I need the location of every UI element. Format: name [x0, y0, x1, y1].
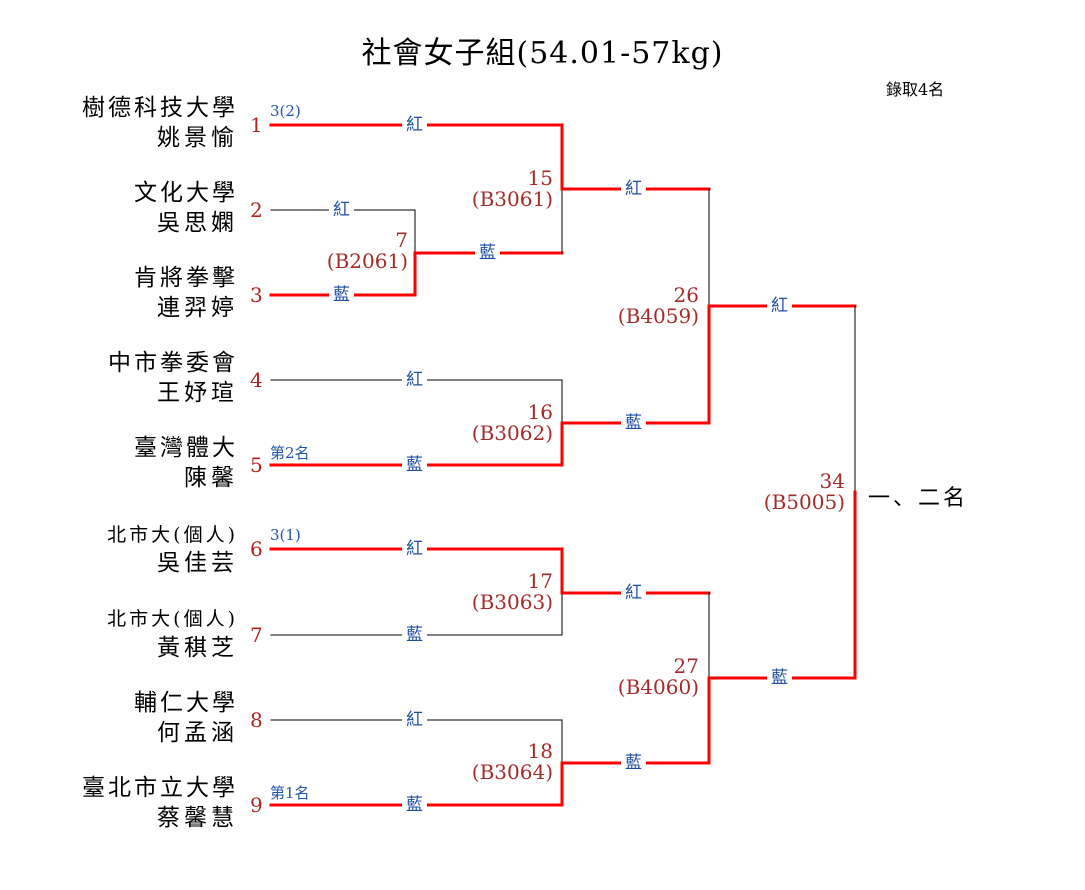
match-code: (B3061) — [471, 187, 553, 211]
result-note: 第1名 — [270, 784, 310, 802]
match-number: 27 — [673, 654, 699, 678]
match-26-label: 26 (B4059) — [579, 285, 699, 327]
quota-label: 錄取4名 — [886, 80, 945, 99]
page-title: 社會女子組(54.01-57kg) — [361, 36, 724, 71]
player-name: 黃稘芝 — [157, 635, 238, 661]
match-code: (B2061) — [326, 249, 408, 273]
team-name: 文化大學 — [134, 180, 238, 206]
match-code: (B3064) — [471, 760, 553, 784]
result-note: 3(2) — [270, 102, 301, 120]
seed-number: 1 — [250, 113, 263, 137]
match-15-label: 15 (B3061) — [433, 168, 553, 210]
corner-label-blue: 藍 — [402, 456, 427, 474]
corner-label-red: 紅 — [402, 116, 427, 134]
match-7-label: 7 (B2061) — [288, 230, 408, 272]
result-note: 3(1) — [270, 526, 301, 544]
match-number: 16 — [527, 400, 553, 424]
match-code: (B4059) — [617, 304, 699, 328]
team-name: 樹德科技大學 — [82, 95, 238, 121]
team-name: 北市大(個人) — [107, 608, 238, 630]
seed-number: 4 — [250, 368, 263, 392]
seed-number: 3 — [250, 283, 263, 307]
corner-label-red: 紅 — [621, 180, 646, 198]
seed-number: 9 — [250, 793, 263, 817]
match-code: (B5005) — [763, 490, 845, 514]
player-name: 蔡馨慧 — [157, 805, 238, 831]
team-name: 臺灣體大 — [134, 435, 238, 461]
player-name: 何孟涵 — [157, 720, 238, 746]
corner-label-blue: 藍 — [621, 414, 646, 432]
corner-label-red: 紅 — [402, 540, 427, 558]
match-18-label: 18 (B3064) — [433, 741, 553, 783]
team-name: 北市大(個人) — [107, 524, 238, 546]
player-name: 姚景愉 — [157, 125, 238, 151]
team-name: 臺北市立大學 — [82, 775, 238, 801]
match-17-label: 17 (B3063) — [433, 571, 553, 613]
match-number: 7 — [395, 228, 408, 252]
match-number: 18 — [527, 739, 553, 763]
team-name: 肯將拳擊 — [134, 265, 238, 291]
player-name: 王妤瑄 — [157, 380, 238, 406]
player-name: 連羿婷 — [157, 295, 238, 321]
corner-label-red: 紅 — [621, 584, 646, 602]
match-code: (B3063) — [471, 590, 553, 614]
match-code: (B4060) — [617, 675, 699, 699]
corner-label-blue: 藍 — [475, 244, 500, 262]
match-code: (B3062) — [471, 421, 553, 445]
team-name: 中市拳委會 — [108, 350, 238, 376]
corner-label-blue: 藍 — [402, 796, 427, 814]
match-number: 26 — [673, 283, 699, 307]
corner-label-red: 紅 — [402, 371, 427, 389]
match-number: 34 — [819, 469, 845, 493]
match-34-label: 34 (B5005) — [725, 471, 845, 513]
corner-label-blue: 藍 — [402, 626, 427, 644]
corner-label-red: 紅 — [767, 297, 792, 315]
corner-label-red: 紅 — [329, 201, 354, 219]
player-name: 吳佳芸 — [157, 550, 238, 576]
corner-label-blue: 藍 — [621, 754, 646, 772]
seed-number: 5 — [250, 453, 263, 477]
corner-label-blue: 藍 — [767, 669, 792, 687]
player-name: 吳思嫻 — [157, 210, 238, 236]
corner-label-blue: 藍 — [329, 286, 354, 304]
final-placement-label: 一、二名 — [868, 486, 969, 511]
result-note: 第2名 — [270, 444, 310, 462]
corner-label-red: 紅 — [402, 711, 427, 729]
seed-number: 2 — [250, 198, 263, 222]
seed-number: 7 — [250, 623, 263, 647]
match-number: 15 — [527, 166, 553, 190]
match-27-label: 27 (B4060) — [579, 656, 699, 698]
match-16-label: 16 (B3062) — [433, 402, 553, 444]
seed-number: 8 — [250, 708, 263, 732]
team-name: 輔仁大學 — [134, 690, 238, 716]
player-name: 陳馨 — [184, 465, 238, 491]
seed-number: 6 — [250, 537, 263, 561]
match-number: 17 — [527, 569, 553, 593]
